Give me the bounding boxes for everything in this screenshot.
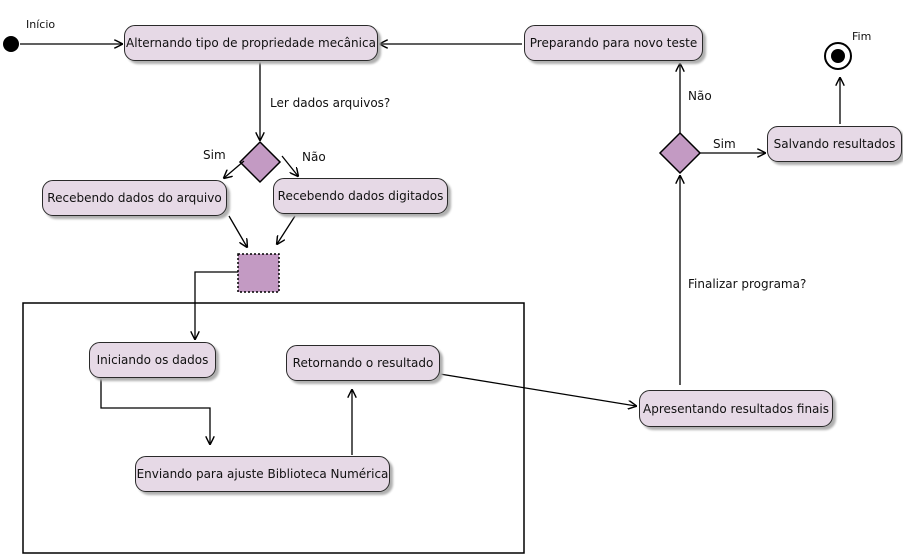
edge-retornando-to-apresentando <box>439 373 636 406</box>
decision-read-files <box>238 140 282 184</box>
node-retornando: Retornando o resultado <box>286 345 440 381</box>
fit-subprocess-frame <box>22 302 525 554</box>
end-label: Fim <box>852 30 872 43</box>
node-preparando: Preparando para novo teste <box>524 25 703 61</box>
guard-nao-right: Não <box>302 150 326 164</box>
edge-decision-to-arquivo <box>224 160 245 178</box>
edge-digitados-to-join <box>277 215 296 244</box>
guard-finalizar: Finalizar programa? <box>688 277 807 291</box>
node-recebendo-arquivo: Recebendo dados do arquivo <box>42 180 227 216</box>
edge-arquivo-to-join <box>228 215 247 247</box>
node-alternando: Alternando tipo de propriedade mecânica <box>124 25 378 61</box>
edge-iniciando-to-enviando <box>100 378 210 444</box>
start-label: Início <box>26 18 56 31</box>
guard-sim-left: Sim <box>203 148 226 162</box>
guard-nao-up: Não <box>688 89 712 103</box>
edge-decision-to-digitados <box>281 155 298 176</box>
join-bar <box>237 253 280 293</box>
node-enviando: Enviando para ajuste Biblioteca Numérica <box>135 456 390 492</box>
end-node <box>824 42 852 70</box>
node-recebendo-digitados: Recebendo dados digitados <box>273 178 448 214</box>
node-apresentando: Apresentando resultados finais <box>639 390 833 427</box>
node-iniciando: Iniciando os dados <box>89 342 216 378</box>
node-salvando: Salvando resultados <box>767 126 902 162</box>
guard-sim-right: Sim <box>713 137 736 151</box>
start-node <box>3 36 19 52</box>
guard-ler-dados: Ler dados arquivos? <box>270 96 391 110</box>
decision-finish-program <box>658 131 702 175</box>
edge-join-to-iniciando <box>195 271 238 339</box>
